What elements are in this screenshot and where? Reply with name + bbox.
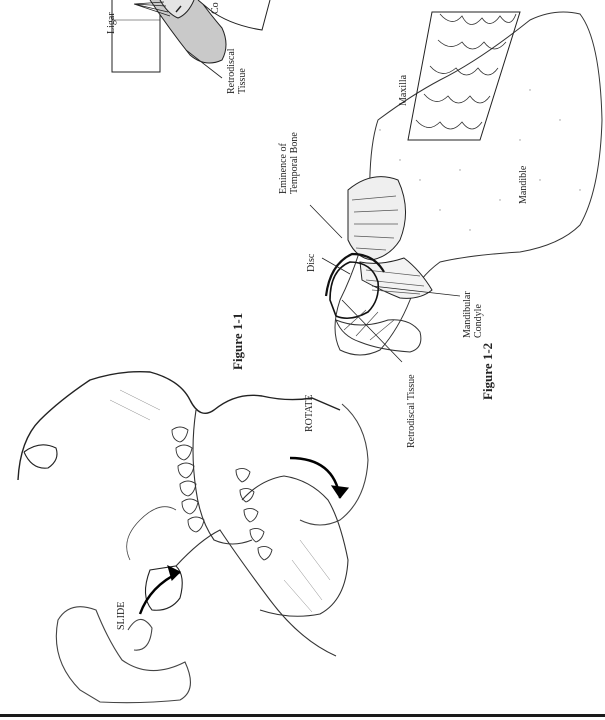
eminence-line2: Temporal Bone	[289, 132, 300, 194]
condyle-line2: Condyle	[473, 291, 484, 338]
eminence-line1: Eminence of	[278, 132, 289, 194]
bottom-rule	[0, 714, 605, 717]
eminence-label: Eminence of Temporal Bone	[278, 132, 300, 194]
rotate-label: ROTATE	[304, 394, 315, 432]
figure-2-diagram	[310, 12, 602, 362]
inset-retrodiscal-label: Retrodiscal Tissue	[226, 48, 248, 94]
inset-retrodiscal-line2: Tissue	[237, 48, 248, 94]
retrodiscal-label: Retrodiscal Tissue	[406, 374, 417, 448]
mandible-label: Mandible	[518, 166, 529, 204]
figure-1-caption: Figure 1-1	[232, 313, 243, 370]
condyle-line1: Mandibular	[462, 291, 473, 338]
slide-label: SLIDE	[116, 602, 127, 630]
figure-1-diagram	[18, 372, 368, 703]
condyle-label: Mandibular Condyle	[462, 291, 484, 338]
inset-ligament-label: Ligar	[106, 12, 117, 34]
maxilla-label: Maxilla	[398, 75, 409, 106]
inset-condyle-label: Co	[210, 2, 221, 14]
figure-2-caption: Figure 1-2	[482, 343, 493, 400]
inset-retrodiscal-line1: Retrodiscal	[226, 48, 237, 94]
disc-label: Disc	[306, 254, 317, 272]
